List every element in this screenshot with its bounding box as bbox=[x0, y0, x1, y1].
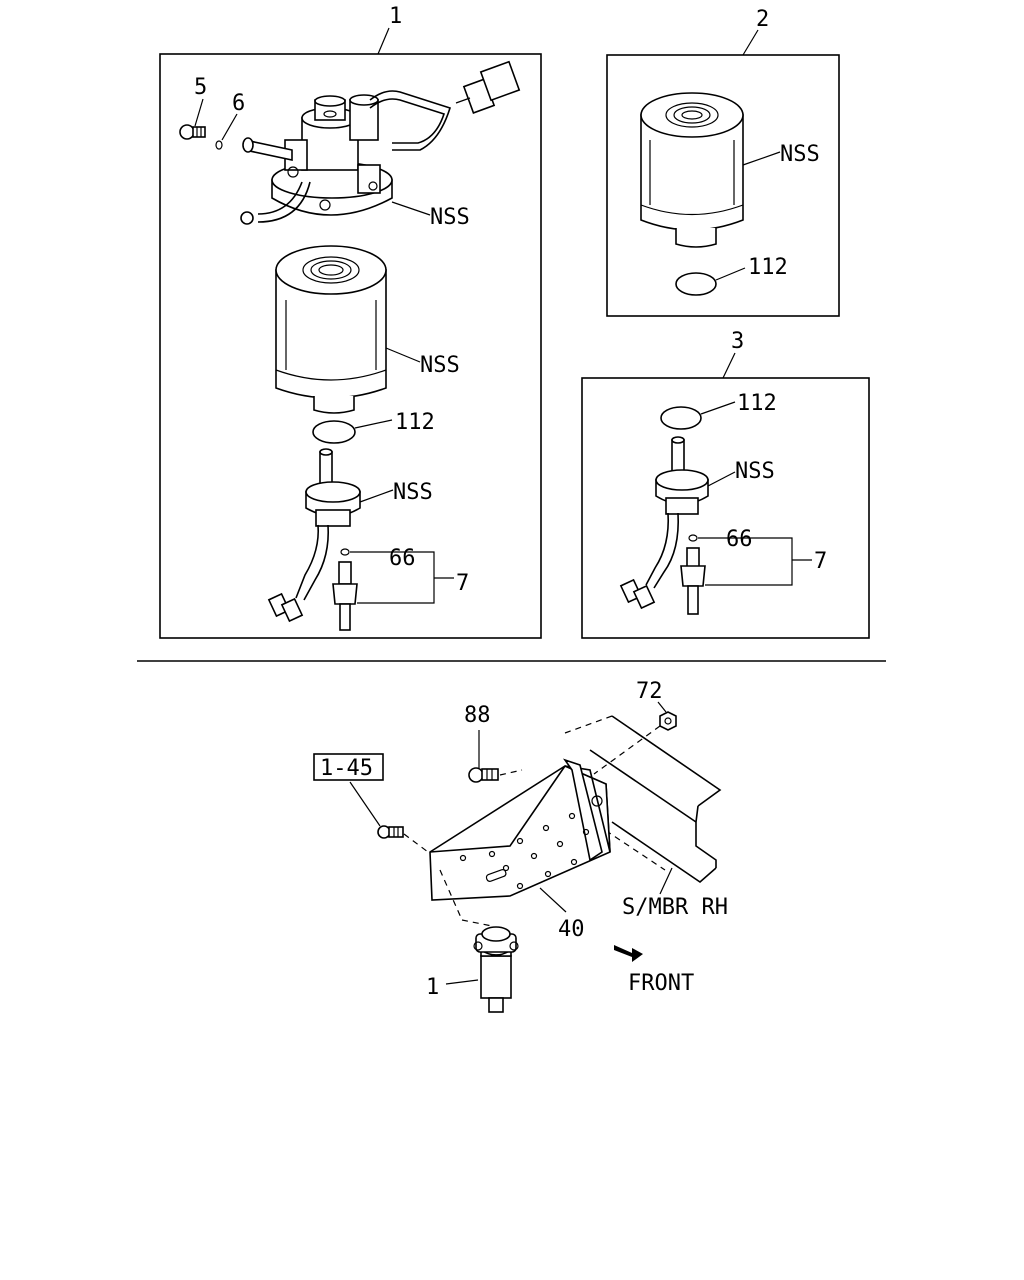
sensor-body-icon bbox=[619, 436, 709, 610]
nut-icon bbox=[659, 711, 677, 731]
o-ring-icon bbox=[660, 406, 702, 430]
filter-element-icon bbox=[640, 92, 744, 248]
panel-2-callout: 2 bbox=[756, 7, 769, 32]
sensor-body-icon bbox=[267, 448, 361, 623]
label-filter-head: NSS bbox=[430, 205, 470, 230]
label-sensor-body: NSS bbox=[393, 480, 433, 505]
bolt-icon bbox=[377, 825, 404, 839]
label-o-ring: 112 bbox=[737, 391, 777, 416]
label-filter-element: NSS bbox=[780, 142, 820, 167]
fuel-filter-icon bbox=[461, 919, 519, 1013]
small-o-ring-icon bbox=[340, 548, 350, 556]
filter-element-icon bbox=[275, 245, 387, 414]
panel-1: 1 5 6 bbox=[159, 4, 542, 639]
side-member-icon bbox=[559, 715, 722, 884]
label-washer: 6 bbox=[232, 91, 245, 116]
label-bracket: 40 bbox=[558, 917, 585, 942]
label-small-o-ring: 66 bbox=[389, 546, 416, 571]
small-o-ring-icon bbox=[688, 534, 698, 542]
front-arrow-icon bbox=[614, 945, 643, 962]
label-drain-plug-assy: 7 bbox=[814, 549, 827, 574]
ref-box bbox=[313, 753, 384, 781]
label-front: FRONT bbox=[628, 971, 694, 996]
label-ref-box: 1-45 bbox=[320, 756, 373, 781]
label-side-member: S/MBR RH bbox=[622, 895, 728, 920]
label-o-ring: 112 bbox=[395, 410, 435, 435]
o-ring-icon bbox=[312, 420, 356, 444]
label-filter-element: NSS bbox=[420, 353, 460, 378]
panel-2: 2 NSS 112 bbox=[606, 7, 840, 317]
label-fuel-filter: 1 bbox=[426, 975, 439, 1000]
label-o-ring: 112 bbox=[748, 255, 788, 280]
panel-3-callout: 3 bbox=[731, 329, 744, 354]
label-nut: 72 bbox=[636, 679, 663, 704]
panel-1-frame bbox=[159, 53, 542, 639]
bolt-icon bbox=[179, 124, 206, 140]
label-drain-plug-assy: 7 bbox=[456, 571, 469, 596]
label-small-o-ring: 66 bbox=[726, 527, 753, 552]
filter-head-icon bbox=[240, 60, 521, 225]
label-bolt: 5 bbox=[194, 75, 207, 100]
panel-1-callout: 1 bbox=[389, 4, 402, 29]
panel-3-frame bbox=[581, 377, 870, 639]
panel-2-frame bbox=[606, 54, 840, 317]
label-sensor-body: NSS bbox=[735, 459, 775, 484]
mounting-assembly: S/MBR RH 72 88 1-45 bbox=[313, 679, 728, 1013]
o-ring-icon bbox=[675, 272, 717, 296]
drain-plug-icon bbox=[332, 561, 358, 631]
bolt-icon bbox=[468, 767, 499, 783]
bracket-icon bbox=[429, 758, 611, 921]
drain-plug-icon bbox=[680, 547, 706, 615]
washer-icon bbox=[215, 140, 223, 150]
panel-3: 3 112 NSS 66 7 bbox=[581, 329, 870, 639]
label-bolt: 88 bbox=[464, 703, 491, 728]
